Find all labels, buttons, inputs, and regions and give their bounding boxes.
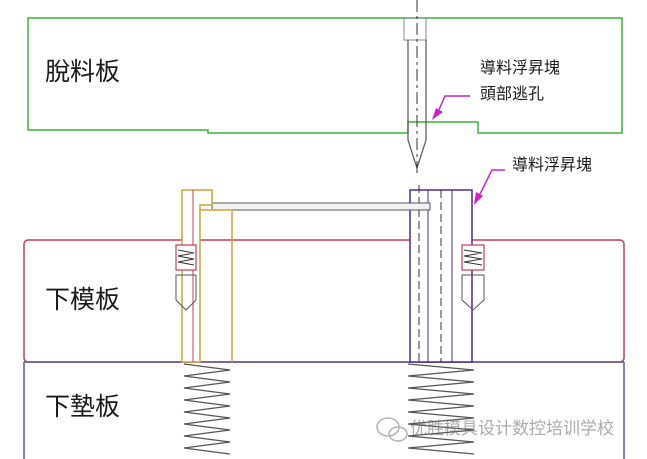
lifter-block bbox=[409, 185, 473, 363]
left-lifter-side bbox=[200, 209, 233, 362]
callout-lifter-head-line1: 導料浮昇塊 bbox=[480, 58, 560, 77]
callout-lifter-head-line2: 頭部逃孔 bbox=[480, 84, 544, 103]
right-pocket-spring bbox=[463, 249, 483, 266]
strip-material bbox=[211, 202, 431, 211]
callout-lifter-head: 導料浮昇塊 頭部逃孔 bbox=[432, 58, 560, 120]
lower-backing-plate: 下墊板 bbox=[23, 361, 625, 459]
callout-arrow-1 bbox=[437, 95, 470, 113]
lower-backing-plate-outline bbox=[23, 361, 625, 459]
watermark-text: 优胜模具设计数控培训学校 bbox=[410, 419, 614, 439]
right-screw bbox=[461, 274, 485, 311]
callout-lifter: 導料浮昇塊 bbox=[474, 155, 592, 205]
callout-arrow-2 bbox=[477, 169, 505, 199]
guide-pin bbox=[403, 0, 427, 175]
callout-arrowhead-1 bbox=[432, 108, 443, 120]
lower-die-plate: 下模板 bbox=[23, 239, 625, 363]
left-screw bbox=[175, 274, 197, 311]
callout-arrowhead-2 bbox=[474, 192, 483, 205]
spring-right bbox=[407, 363, 475, 455]
right-pocket bbox=[461, 244, 485, 311]
lower-backing-plate-label: 下墊板 bbox=[45, 392, 120, 421]
left-lifter-outline bbox=[181, 189, 213, 363]
strip-bar bbox=[211, 202, 431, 211]
wechat-icon bbox=[376, 417, 408, 442]
left-lifter bbox=[175, 189, 233, 363]
stripper-plate-label: 脫料板 bbox=[45, 57, 120, 86]
guide-pin-head bbox=[403, 17, 427, 41]
callout-lifter-label: 導料浮昇塊 bbox=[512, 155, 592, 174]
springs bbox=[183, 363, 475, 455]
watermark: 优胜模具设计数控培训学校 bbox=[376, 417, 614, 442]
lower-die-plate-label: 下模板 bbox=[45, 285, 120, 314]
left-pocket-spring bbox=[177, 249, 195, 266]
spring-left bbox=[183, 363, 231, 455]
